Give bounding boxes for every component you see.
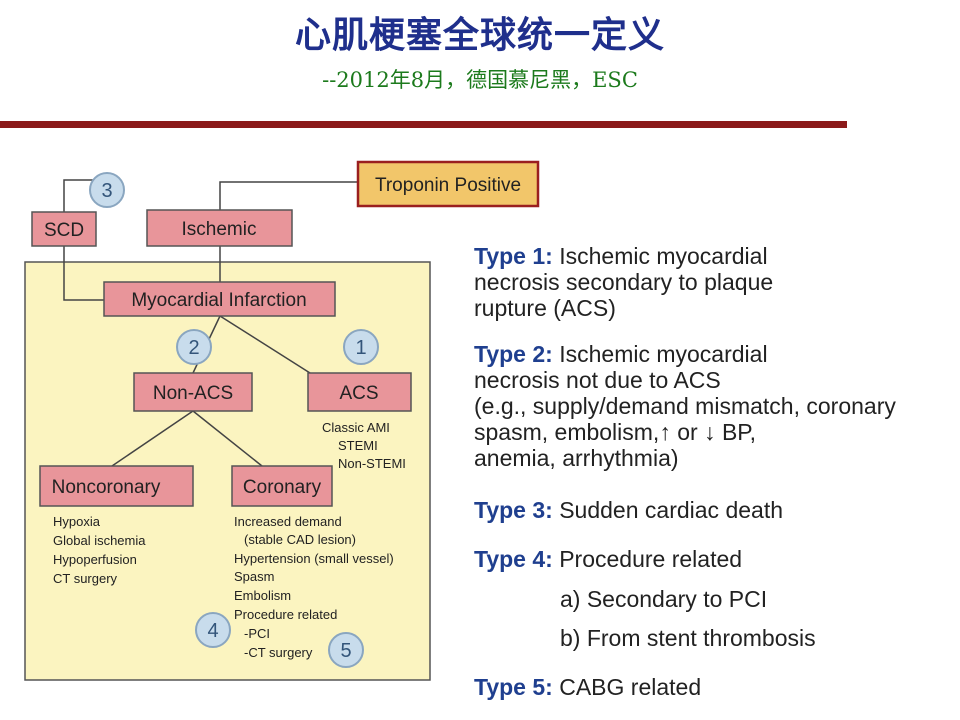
type-1-line-1: Ischemic myocardial: [559, 243, 768, 269]
troponin-positive-label: Troponin Positive: [375, 175, 521, 196]
type-2-line-2: necrosis not due to ACS: [474, 367, 721, 393]
coronary-note-2: (stable CAD lesion): [244, 532, 356, 547]
badge-1-label: 1: [355, 337, 366, 359]
type-5-text: CABG related: [559, 674, 702, 700]
coronary-box: [231, 465, 333, 507]
type-4-block: Type 4: Procedure related a) Secondary t…: [474, 546, 816, 651]
coronary-note-7: -PCI: [244, 626, 270, 641]
acs-label: ACS: [339, 383, 378, 404]
coronary-note-5: Embolism: [234, 588, 291, 603]
badge-5: 5: [328, 632, 364, 668]
type-2-label: Type 2:: [474, 341, 553, 367]
type-5-block: Type 5: CABG related: [474, 674, 701, 700]
type-3-label: Type 3:: [474, 497, 553, 523]
noncoronary-label: Noncoronary: [52, 477, 161, 498]
noncoronary-box: [39, 465, 194, 507]
acs-box: [307, 372, 412, 412]
non-acs-box: [133, 372, 253, 412]
coronary-note-1: Increased demand: [234, 514, 342, 529]
type-4-text: Procedure related: [559, 546, 743, 572]
ischemic-label: Ischemic: [182, 219, 257, 240]
badge-4: 4: [195, 612, 231, 648]
coronary-note-3: Hypertension (small vessel): [234, 551, 394, 566]
badge-1: 1: [343, 329, 379, 365]
coronary-note-4: Spasm: [234, 569, 274, 584]
badge-4-label: 4: [207, 620, 218, 642]
type-2-block: Type 2: Ischemic myocardial necrosis not…: [474, 341, 896, 471]
badge-2-label: 2: [188, 337, 199, 359]
type-2-line-1: Ischemic myocardial: [559, 341, 768, 367]
badge-3: 3: [89, 172, 125, 208]
type-2-line-5: anemia, arrhythmia): [474, 445, 679, 471]
acs-note-2: STEMI: [338, 438, 378, 453]
acs-note-3: Non-STEMI: [338, 456, 406, 471]
myocardial-infarction-label: Myocardial Infarction: [131, 290, 306, 311]
noncoronary-note-3: Hypoperfusion: [53, 552, 137, 567]
type-4-sub-b: b) From stent thrombosis: [560, 625, 816, 651]
troponin-positive-box: [356, 160, 540, 208]
ischemic-box: [146, 209, 293, 247]
type-5-label: Type 5:: [474, 674, 553, 700]
coronary-note-6: Procedure related: [234, 607, 337, 622]
non-acs-label: Non-ACS: [153, 383, 233, 404]
slide-subtitle: --2012年8月，德国慕尼黑，ESC: [322, 68, 638, 92]
type-4-label: Type 4:: [474, 546, 553, 572]
type-3-block: Type 3: Sudden cardiac death: [474, 497, 783, 523]
title-divider: [0, 121, 847, 128]
badge-5-label: 5: [340, 640, 351, 662]
coronary-label: Coronary: [243, 477, 322, 498]
noncoronary-note-2: Global ischemia: [53, 533, 146, 548]
type-1-line-2: necrosis secondary to plaque: [474, 269, 774, 295]
badge-3-label: 3: [101, 180, 112, 202]
type-1-label: Type 1:: [474, 243, 553, 269]
type-2-line-3: (e.g., supply/demand mismatch, coronary: [474, 393, 896, 419]
coronary-note-8: -CT surgery: [244, 645, 313, 660]
scd-box: [31, 211, 97, 247]
type-1-line-3: rupture (ACS): [474, 295, 616, 321]
badge-2: 2: [176, 329, 212, 365]
myocardial-infarction-box: [103, 281, 336, 317]
connector-lines: [63, 179, 358, 467]
noncoronary-note-4: CT surgery: [53, 571, 118, 586]
scd-label: SCD: [44, 220, 84, 241]
type-3-text: Sudden cardiac death: [559, 497, 783, 523]
type-4-sub-a: a) Secondary to PCI: [560, 586, 768, 612]
noncoronary-note-1: Hypoxia: [53, 514, 101, 529]
slide-title: 心肌梗塞全球统一定义: [294, 15, 665, 56]
acs-note-1: Classic AMI: [322, 420, 390, 435]
type-1-block: Type 1: Ischemic myocardial necrosis sec…: [474, 243, 773, 321]
type-2-line-4: spasm, embolism,↑ or ↓ BP,: [474, 419, 757, 445]
